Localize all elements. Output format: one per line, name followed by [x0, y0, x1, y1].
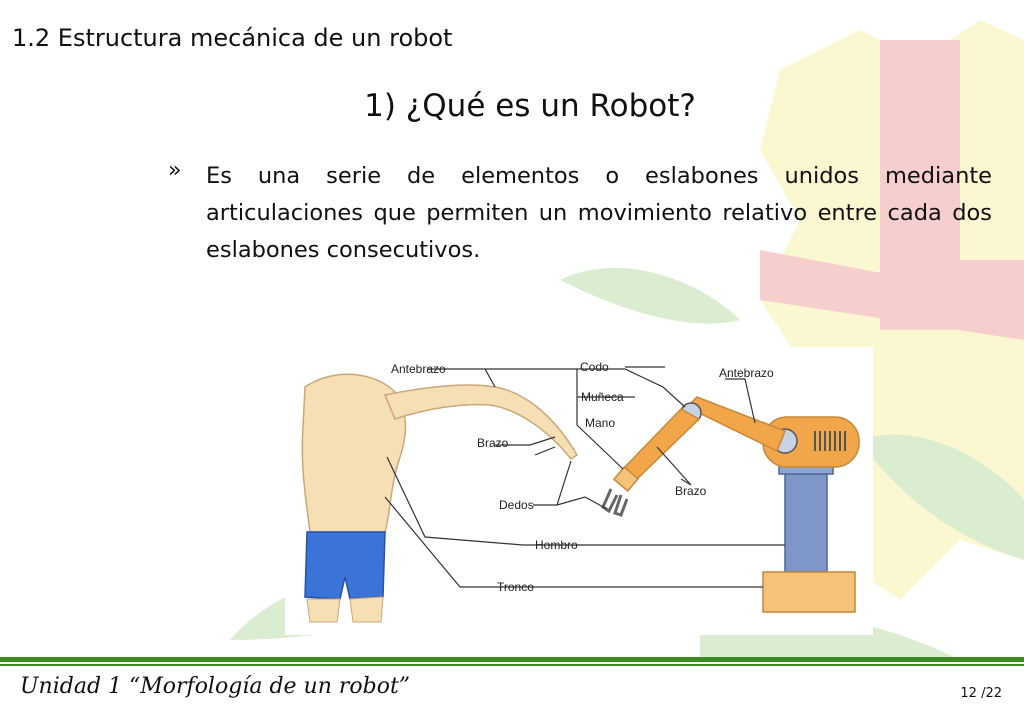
label-dedos: Dedos	[499, 498, 534, 512]
robot-vent-icon	[814, 431, 846, 451]
bullet-chevron-icon: »	[168, 158, 182, 183]
label-hombro: Hombro	[535, 538, 578, 552]
label-codo: Codo	[580, 360, 609, 374]
human-shorts	[304, 531, 386, 600]
robot-base	[762, 571, 856, 613]
footer-divider-thick	[0, 657, 1024, 662]
label-antebrazo-right: Antebrazo	[719, 366, 774, 380]
page-number: 12 /22	[960, 686, 1002, 701]
label-muneca: Muñeca	[581, 390, 624, 404]
robot-wrist	[612, 466, 640, 492]
human-torso	[301, 373, 407, 533]
leader-lines	[384, 366, 785, 588]
footer-unit-title: Unidad 1 “Morfología de un robot”	[20, 674, 411, 699]
label-mano: Mano	[585, 416, 615, 430]
slide-heading: 1) ¿Qué es un Robot?	[364, 88, 696, 124]
human-legs	[306, 596, 384, 623]
robot-column	[784, 471, 828, 573]
footer-divider-thin	[0, 664, 1024, 666]
label-antebrazo-left: Antebrazo	[391, 362, 446, 376]
robot-forearm	[621, 408, 701, 480]
human-arm	[383, 384, 579, 461]
robot-upper-arm	[685, 396, 786, 453]
robot-human-comparison-diagram: Antebrazo Codo Antebrazo Muñeca Mano Bra…	[285, 347, 873, 635]
robot-gripper	[601, 488, 629, 517]
label-tronco: Tronco	[497, 580, 534, 594]
bullet-paragraph: Es una serie de elementos o eslabones un…	[206, 163, 992, 263]
label-brazo-left: Brazo	[477, 436, 509, 450]
label-brazo-right: Brazo	[675, 484, 707, 498]
section-title: 1.2 Estructura mecánica de un robot	[12, 24, 453, 52]
